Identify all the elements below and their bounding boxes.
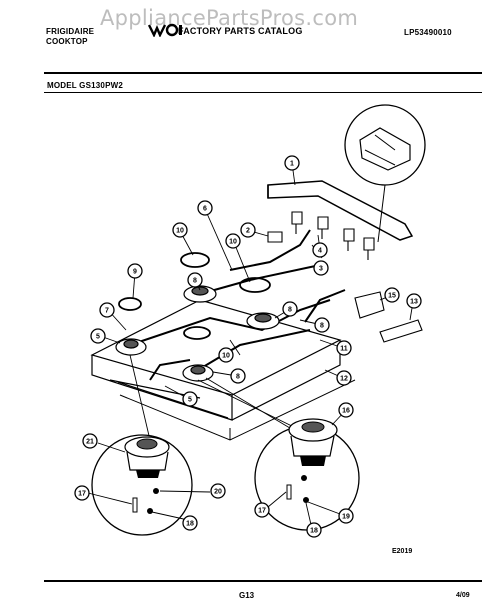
svg-text:10: 10 (229, 239, 237, 246)
svg-text:17: 17 (78, 491, 86, 498)
callout-21: 21 (82, 433, 98, 449)
svg-text:5: 5 (188, 397, 192, 404)
catalog-title: FACTORY PARTS CATALOG (178, 26, 303, 36)
igniter-switch-parts (354, 291, 423, 343)
svg-text:18: 18 (310, 528, 318, 535)
svg-text:11: 11 (340, 346, 348, 353)
svg-text:5: 5 (96, 334, 100, 341)
svg-text:6: 6 (203, 206, 207, 213)
brand-name: FRIGIDAIRE (46, 27, 95, 36)
svg-text:16: 16 (342, 408, 350, 415)
svg-text:8: 8 (320, 323, 324, 330)
product-type: COOKTOP (46, 37, 88, 46)
left-burner-detail-view (91, 434, 193, 536)
callout-10-rear: 10 (172, 222, 188, 238)
callout-20: 20 (210, 483, 226, 499)
callout-11: 11 (336, 340, 352, 356)
svg-text:12: 12 (340, 376, 348, 383)
svg-text:10: 10 (222, 353, 230, 360)
callout-2: 2 (240, 222, 256, 238)
callout-8-rear-right: 8 (282, 301, 298, 317)
header-rule (44, 72, 482, 74)
callout-16: 16 (338, 402, 354, 418)
callout-19: 19 (338, 508, 354, 524)
callout-9-left: 9 (127, 263, 143, 279)
svg-text:8: 8 (236, 374, 240, 381)
svg-text:21: 21 (86, 439, 94, 446)
svg-text:10: 10 (176, 228, 184, 235)
leader-lines (99, 162, 414, 441)
svg-text:9: 9 (133, 269, 137, 276)
callout-7: 7 (99, 302, 115, 318)
svg-text:18: 18 (186, 521, 194, 528)
callout-8-front-right: 8 (314, 317, 330, 333)
brand-block: FRIGIDAIRE COOKTOP (46, 27, 94, 47)
right-burner-detail-view (254, 418, 360, 531)
wci-logo (148, 23, 182, 37)
svg-text:1: 1 (290, 161, 294, 168)
svg-text:13: 13 (410, 299, 418, 306)
gas-manifold (267, 180, 414, 241)
svg-text:4: 4 (318, 248, 322, 255)
svg-text:3: 3 (319, 266, 323, 273)
callout-3: 3 (313, 260, 329, 276)
callout-6: 6 (197, 200, 213, 216)
svg-text:20: 20 (214, 489, 222, 496)
callout-5-front: 5 (182, 391, 198, 407)
callout-8-front: 8 (230, 368, 246, 384)
burner-valves (267, 211, 375, 260)
callouts: 1 2 3 4 5 5 6 7 8 8 8 8 9 9 10 10 10 11 … (74, 155, 422, 538)
page-code-right: 4/09 (456, 592, 470, 599)
callout-8-rear-left: 8 (187, 272, 203, 288)
svg-text:8: 8 (288, 307, 292, 314)
svg-text:8: 8 (193, 278, 197, 285)
callout-18-right: 18 (306, 522, 322, 538)
callout-17-right: 17 (254, 502, 270, 518)
callout-10-mid: 10 (225, 233, 241, 249)
callout-4: 4 (312, 242, 328, 258)
model-rule (44, 92, 482, 93)
svg-text:17: 17 (258, 508, 266, 515)
burner-heads (115, 285, 280, 382)
watermark-text: AppliancePartsPros.com (100, 6, 359, 30)
callout-10-front: 10 (218, 347, 234, 363)
callout-1: 1 (284, 155, 300, 171)
svg-text:15: 15 (388, 293, 396, 300)
model-number: MODEL GS130PW2 (47, 81, 124, 90)
callout-17-left: 17 (74, 485, 90, 501)
callout-12: 12 (336, 370, 352, 386)
svg-text:2: 2 (246, 228, 250, 235)
callout-18-left: 18 (182, 515, 198, 531)
page-code: G13 (239, 591, 255, 600)
burner-rings (118, 252, 271, 340)
callout-15: 15 (384, 287, 400, 303)
svg-text:19: 19 (342, 514, 350, 521)
footer-rule (44, 580, 482, 582)
diagram-code: E2019 (392, 548, 413, 555)
part-number: LP53490010 (404, 28, 452, 37)
callout-5-left: 5 (90, 328, 106, 344)
svg-text:7: 7 (105, 308, 109, 315)
manifold-detail-view (344, 104, 426, 243)
callout-13: 13 (406, 293, 422, 309)
cooktop-assembly (90, 229, 356, 441)
